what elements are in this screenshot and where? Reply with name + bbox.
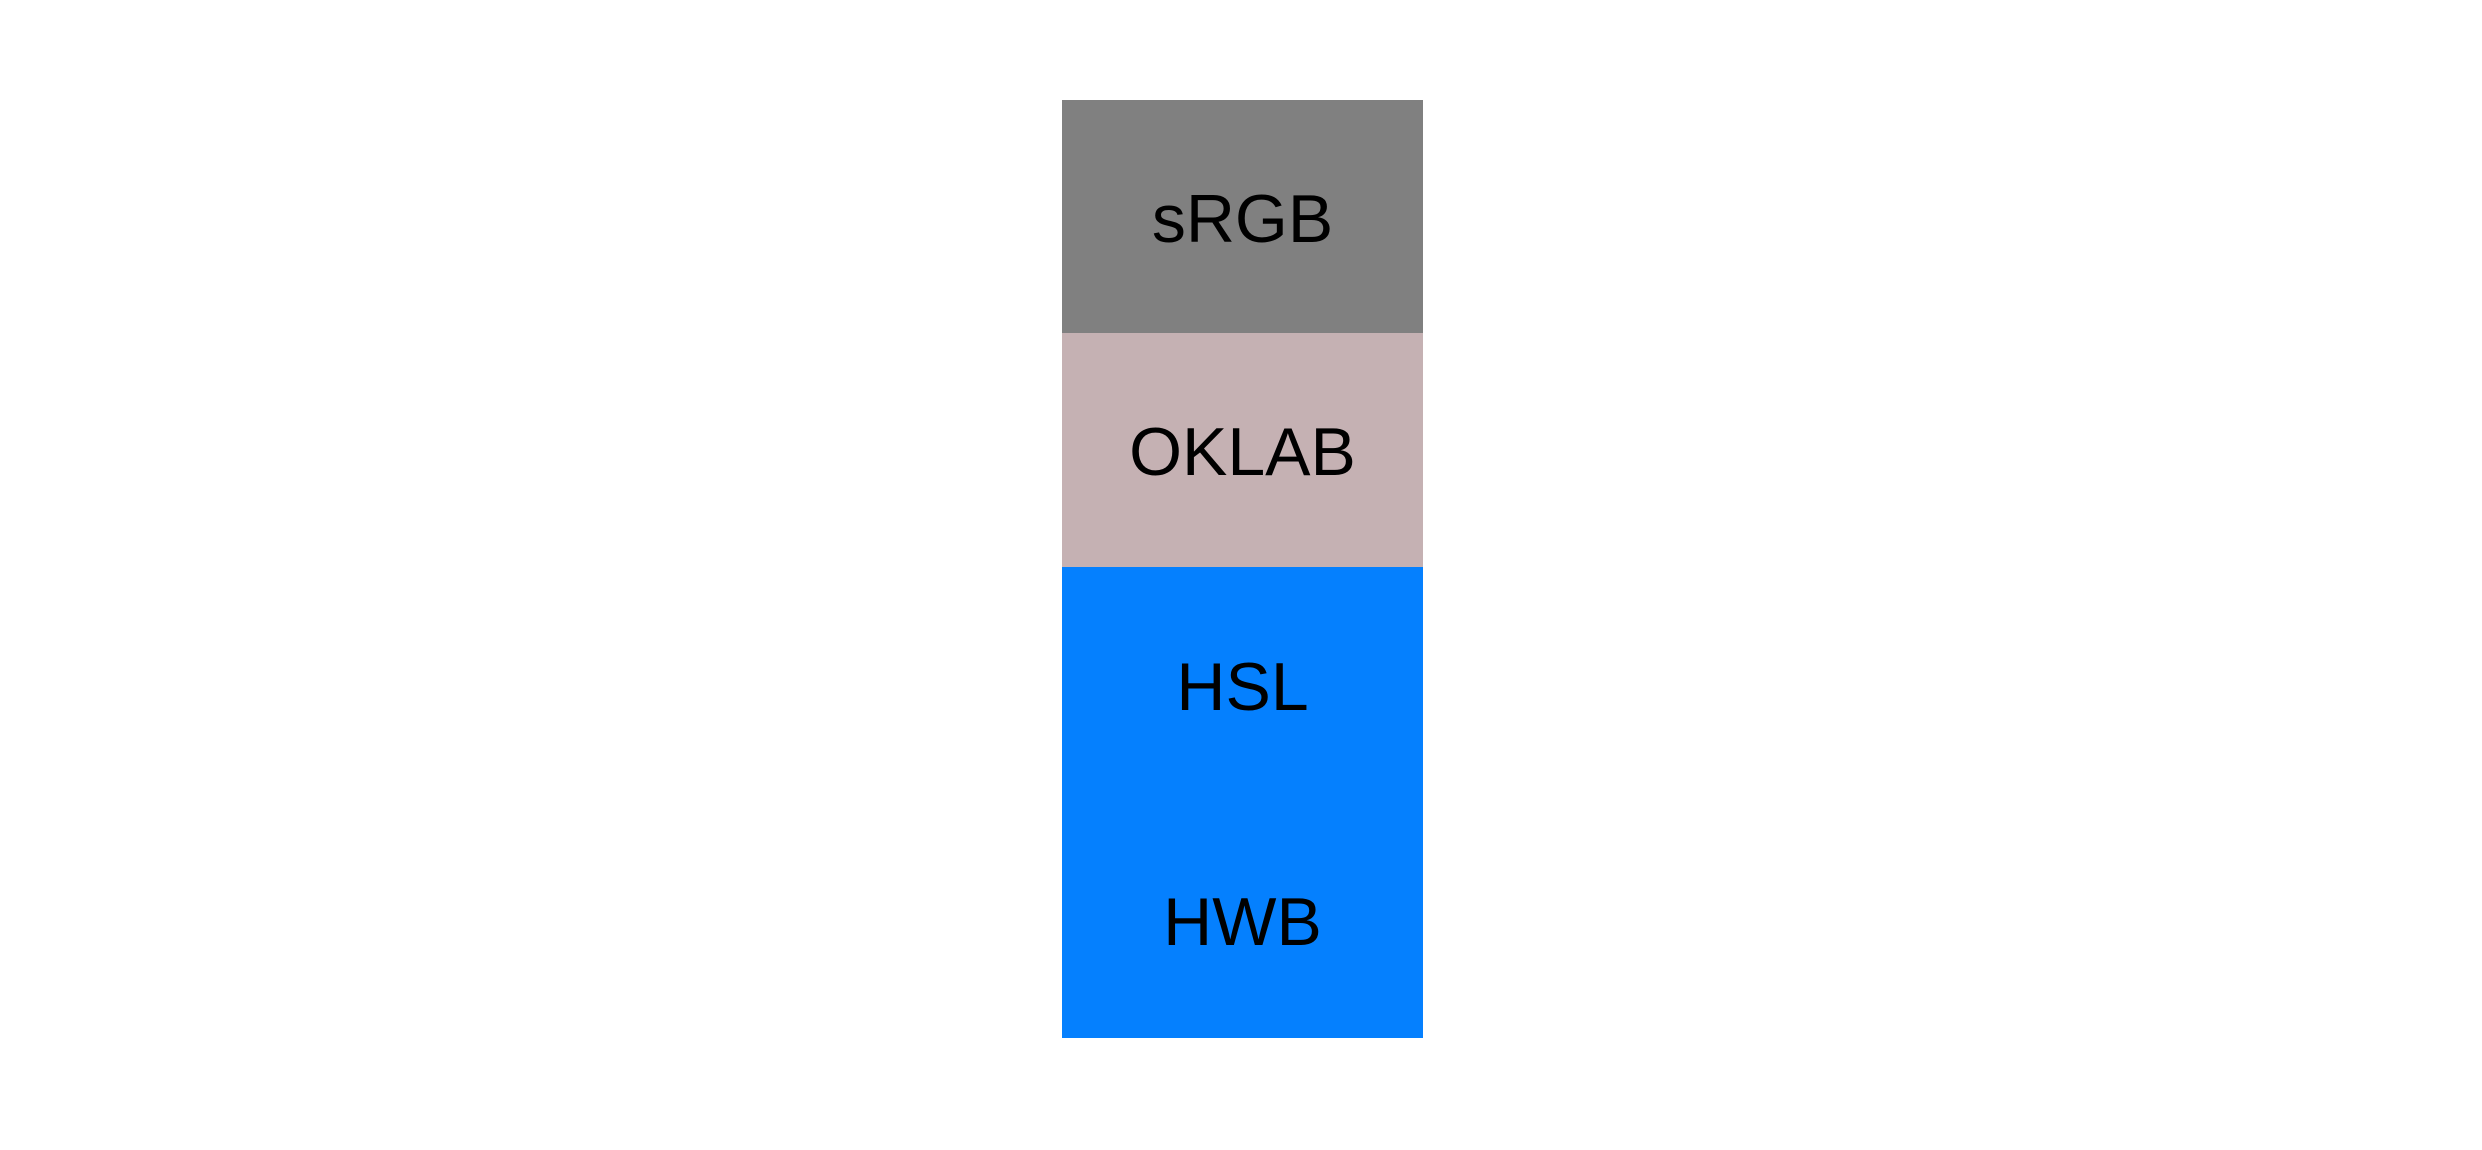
swatch-label-hsl: HSL	[1176, 648, 1309, 725]
swatch-srgb: sRGB	[1062, 100, 1423, 333]
swatch-label-hwb: HWB	[1163, 884, 1322, 960]
swatch-label-srgb: sRGB	[1151, 180, 1334, 257]
swatch-label-oklab: OKLAB	[1129, 414, 1356, 490]
swatch-oklab: OKLAB	[1062, 333, 1423, 567]
color-swatch-stack: sRGB OKLAB HSL HWB	[1062, 100, 1423, 1038]
swatch-hsl: HSL	[1062, 567, 1423, 802]
swatch-hwb: HWB	[1062, 802, 1423, 1038]
